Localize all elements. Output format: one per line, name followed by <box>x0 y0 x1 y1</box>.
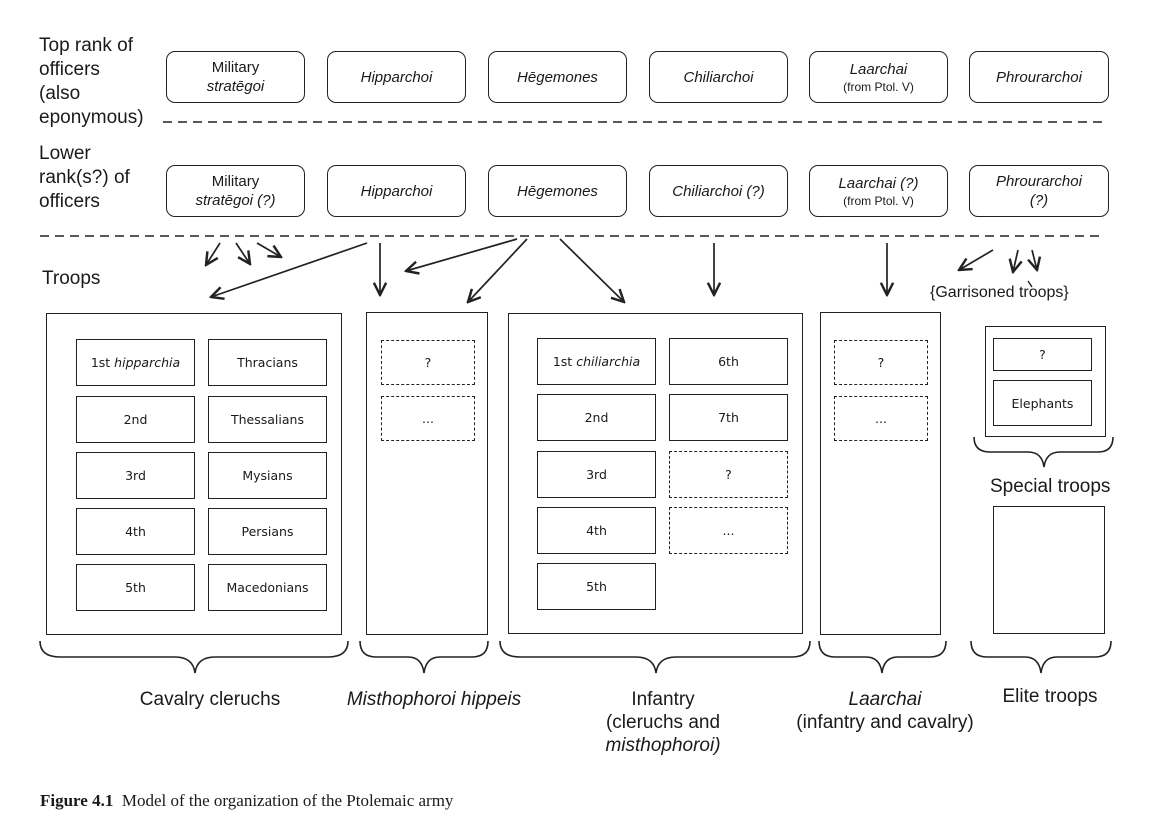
infantry-brace <box>499 640 811 674</box>
cavalry-unit: 5th <box>76 564 195 611</box>
lower-chiliarchoi: Chiliarchoi (?) <box>649 165 788 217</box>
infantry-unit: 2nd <box>537 394 656 441</box>
laarchai-label: Laarchai (infantry and cavalry) <box>796 689 974 733</box>
special-unit: Elephants <box>993 380 1092 426</box>
misthophoroi-unit: ... <box>381 396 475 441</box>
cavalry-ethnic-unit: Thessalians <box>208 396 327 443</box>
arrow <box>959 249 994 270</box>
top-chiliarchoi: Chiliarchoi <box>649 51 788 103</box>
cavalry-unit: 1st hipparchia <box>76 339 195 386</box>
figure-caption: Figure 4.1 Model of the organization of … <box>40 791 454 810</box>
top-rank-label: Top rank of officers (also eponymous) <box>39 35 144 128</box>
arrow <box>1013 249 1018 272</box>
lower-military-strategoi: Military stratēgoi (?) <box>166 165 305 217</box>
infantry-unit: 1st chiliarchia <box>537 338 656 385</box>
arrow <box>211 242 368 297</box>
special-troops-label: Special troops <box>990 476 1111 497</box>
cavalry-unit: 4th <box>76 508 195 555</box>
laarchai-unit: ... <box>834 396 928 441</box>
elite-troops-panel <box>993 506 1105 634</box>
misthophoroi-unit: ? <box>381 340 475 385</box>
troops-label: Troops <box>42 268 101 289</box>
laarchai-unit: ? <box>834 340 928 385</box>
cavalry-ethnic-unit: Persians <box>208 508 327 555</box>
cavalry-unit: 3rd <box>76 452 195 499</box>
top-phrourarchoi: Phrourarchoi <box>969 51 1109 103</box>
lower-hipparchoi: Hipparchoi <box>327 165 466 217</box>
infantry-unit: 4th <box>537 507 656 554</box>
arrow <box>559 238 624 302</box>
cavalry-ethnic-unit: Mysians <box>208 452 327 499</box>
top-hipparchoi: Hipparchoi <box>327 51 466 103</box>
top-laarchai: Laarchai (from Ptol. V) <box>809 51 948 103</box>
arrow <box>468 238 528 302</box>
infantry-label: Infantry (cleruchs and misthophoroi) <box>605 689 721 756</box>
infantry-unit: 5th <box>537 563 656 610</box>
arrow <box>235 242 250 264</box>
garrisoned-troops-label: {Garrisoned troops} <box>930 284 1069 301</box>
infantry-unit: 7th <box>669 394 788 441</box>
arrow <box>406 238 518 271</box>
cavalry-brace <box>39 640 349 674</box>
infantry-unit: 6th <box>669 338 788 385</box>
misthophoroi-brace <box>359 640 489 674</box>
infantry-unit: 3rd <box>537 451 656 498</box>
arrow <box>1032 249 1037 270</box>
misthophoroi-hippeis-label: Misthophoroi hippeis <box>346 689 522 710</box>
elite-brace <box>970 640 1112 674</box>
elite-troops-label: Elite troops <box>1002 686 1098 707</box>
infantry-unit: ... <box>669 507 788 554</box>
cavalry-cleruchs-label: Cavalry cleruchs <box>139 689 281 710</box>
special-unit: ? <box>993 338 1092 371</box>
lower-hegemones: Hēgemones <box>488 165 627 217</box>
lower-laarchai: Laarchai (?) (from Ptol. V) <box>809 165 948 217</box>
cavalry-ethnic-unit: Macedonians <box>208 564 327 611</box>
top-hegemones: Hēgemones <box>488 51 627 103</box>
cavalry-ethnic-unit: Thracians <box>208 339 327 386</box>
lower-phrourarchoi: Phrourarchoi (?) <box>969 165 1109 217</box>
cavalry-unit: 2nd <box>76 396 195 443</box>
infantry-unit: ? <box>669 451 788 498</box>
laarchai-brace <box>818 640 947 674</box>
special-brace <box>973 436 1114 468</box>
lower-rank-label: Lower rank(s?) of officers <box>39 143 130 212</box>
arrow <box>206 242 221 265</box>
top-military-strategoi: Military stratēgoi <box>166 51 305 103</box>
arrow <box>256 242 281 257</box>
